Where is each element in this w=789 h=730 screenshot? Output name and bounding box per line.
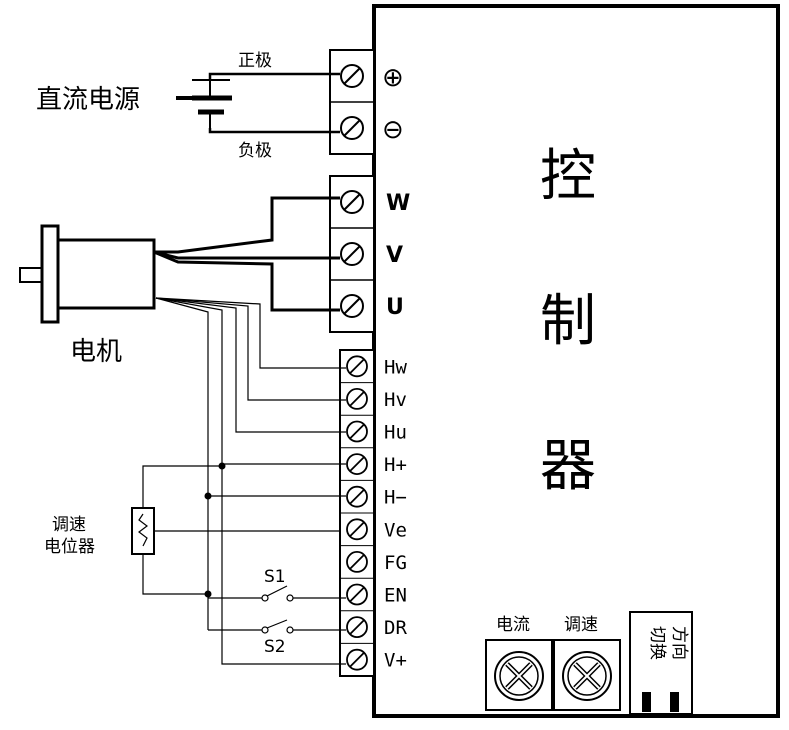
signal-terminal-label: V+ bbox=[384, 650, 407, 672]
switch-s2-label: S2 bbox=[264, 637, 286, 657]
switch-s2-icon bbox=[261, 619, 294, 634]
power-source-label: 直流电源 bbox=[36, 85, 140, 115]
screw-icon bbox=[340, 116, 364, 140]
terminal-u-label: U bbox=[386, 295, 404, 320]
signal-terminal-label: Hv bbox=[384, 389, 407, 411]
switch-s1-label: S1 bbox=[264, 567, 286, 587]
controller-label-2: 制 bbox=[540, 289, 596, 354]
screw-icon bbox=[346, 355, 368, 378]
battery-icon bbox=[176, 79, 232, 128]
controller-label-3: 器 bbox=[540, 434, 596, 499]
screw-icon bbox=[346, 453, 368, 476]
signal-terminal-label: Hw bbox=[384, 356, 407, 378]
direction-switch-housing bbox=[629, 611, 693, 715]
pot-label-line1: 调速 bbox=[52, 515, 86, 535]
screw-icon bbox=[346, 518, 368, 541]
screw-icon bbox=[340, 64, 364, 88]
signal-terminal-label: EN bbox=[384, 585, 407, 607]
screw-icon bbox=[346, 485, 368, 508]
screw-icon bbox=[346, 551, 368, 573]
motor-icon bbox=[19, 224, 156, 324]
signal-terminal-label: Ve bbox=[384, 519, 407, 541]
signal-terminal-label: FG bbox=[384, 552, 407, 574]
direction-switch-lever[interactable] bbox=[670, 692, 679, 712]
pot-label-line2: 电位器 bbox=[44, 537, 95, 557]
positive-pole-label: 正极 bbox=[238, 51, 272, 71]
screw-icon bbox=[346, 616, 368, 638]
terminal-negative-label: ⊖ bbox=[382, 115, 404, 145]
knob-current-label: 电流 bbox=[496, 615, 530, 635]
direction-label-line2: 切换 bbox=[647, 626, 667, 660]
screw-icon bbox=[340, 242, 364, 266]
signal-terminal-label: H+ bbox=[384, 454, 407, 476]
signal-terminal-label: H− bbox=[384, 487, 407, 509]
signal-terminal-label: Hu bbox=[384, 422, 407, 444]
terminal-positive-label: ⊕ bbox=[382, 63, 404, 93]
screw-icon bbox=[346, 387, 368, 410]
knob-speed-label: 调速 bbox=[564, 615, 598, 635]
screw-icon bbox=[346, 583, 368, 606]
motor-label: 电机 bbox=[70, 337, 122, 367]
terminal-w-label: W bbox=[386, 191, 410, 216]
controller-box bbox=[372, 4, 780, 718]
screw-icon bbox=[340, 294, 364, 318]
switch-s1-icon bbox=[261, 585, 294, 602]
potentiometer-icon bbox=[131, 507, 340, 555]
screw-icon bbox=[340, 190, 364, 214]
controller-label-1: 控 bbox=[540, 144, 596, 209]
terminal-v-label: V bbox=[386, 243, 403, 268]
direction-label-line1: 方向 bbox=[669, 626, 689, 660]
signal-terminal-label: DR bbox=[384, 617, 407, 639]
negative-pole-label: 负极 bbox=[238, 141, 272, 161]
screw-icon bbox=[346, 648, 368, 671]
screw-icon bbox=[346, 420, 368, 443]
current-knob-icon[interactable] bbox=[494, 651, 544, 701]
direction-switch-lever[interactable] bbox=[642, 692, 651, 712]
speed-knob-icon[interactable] bbox=[562, 651, 612, 701]
